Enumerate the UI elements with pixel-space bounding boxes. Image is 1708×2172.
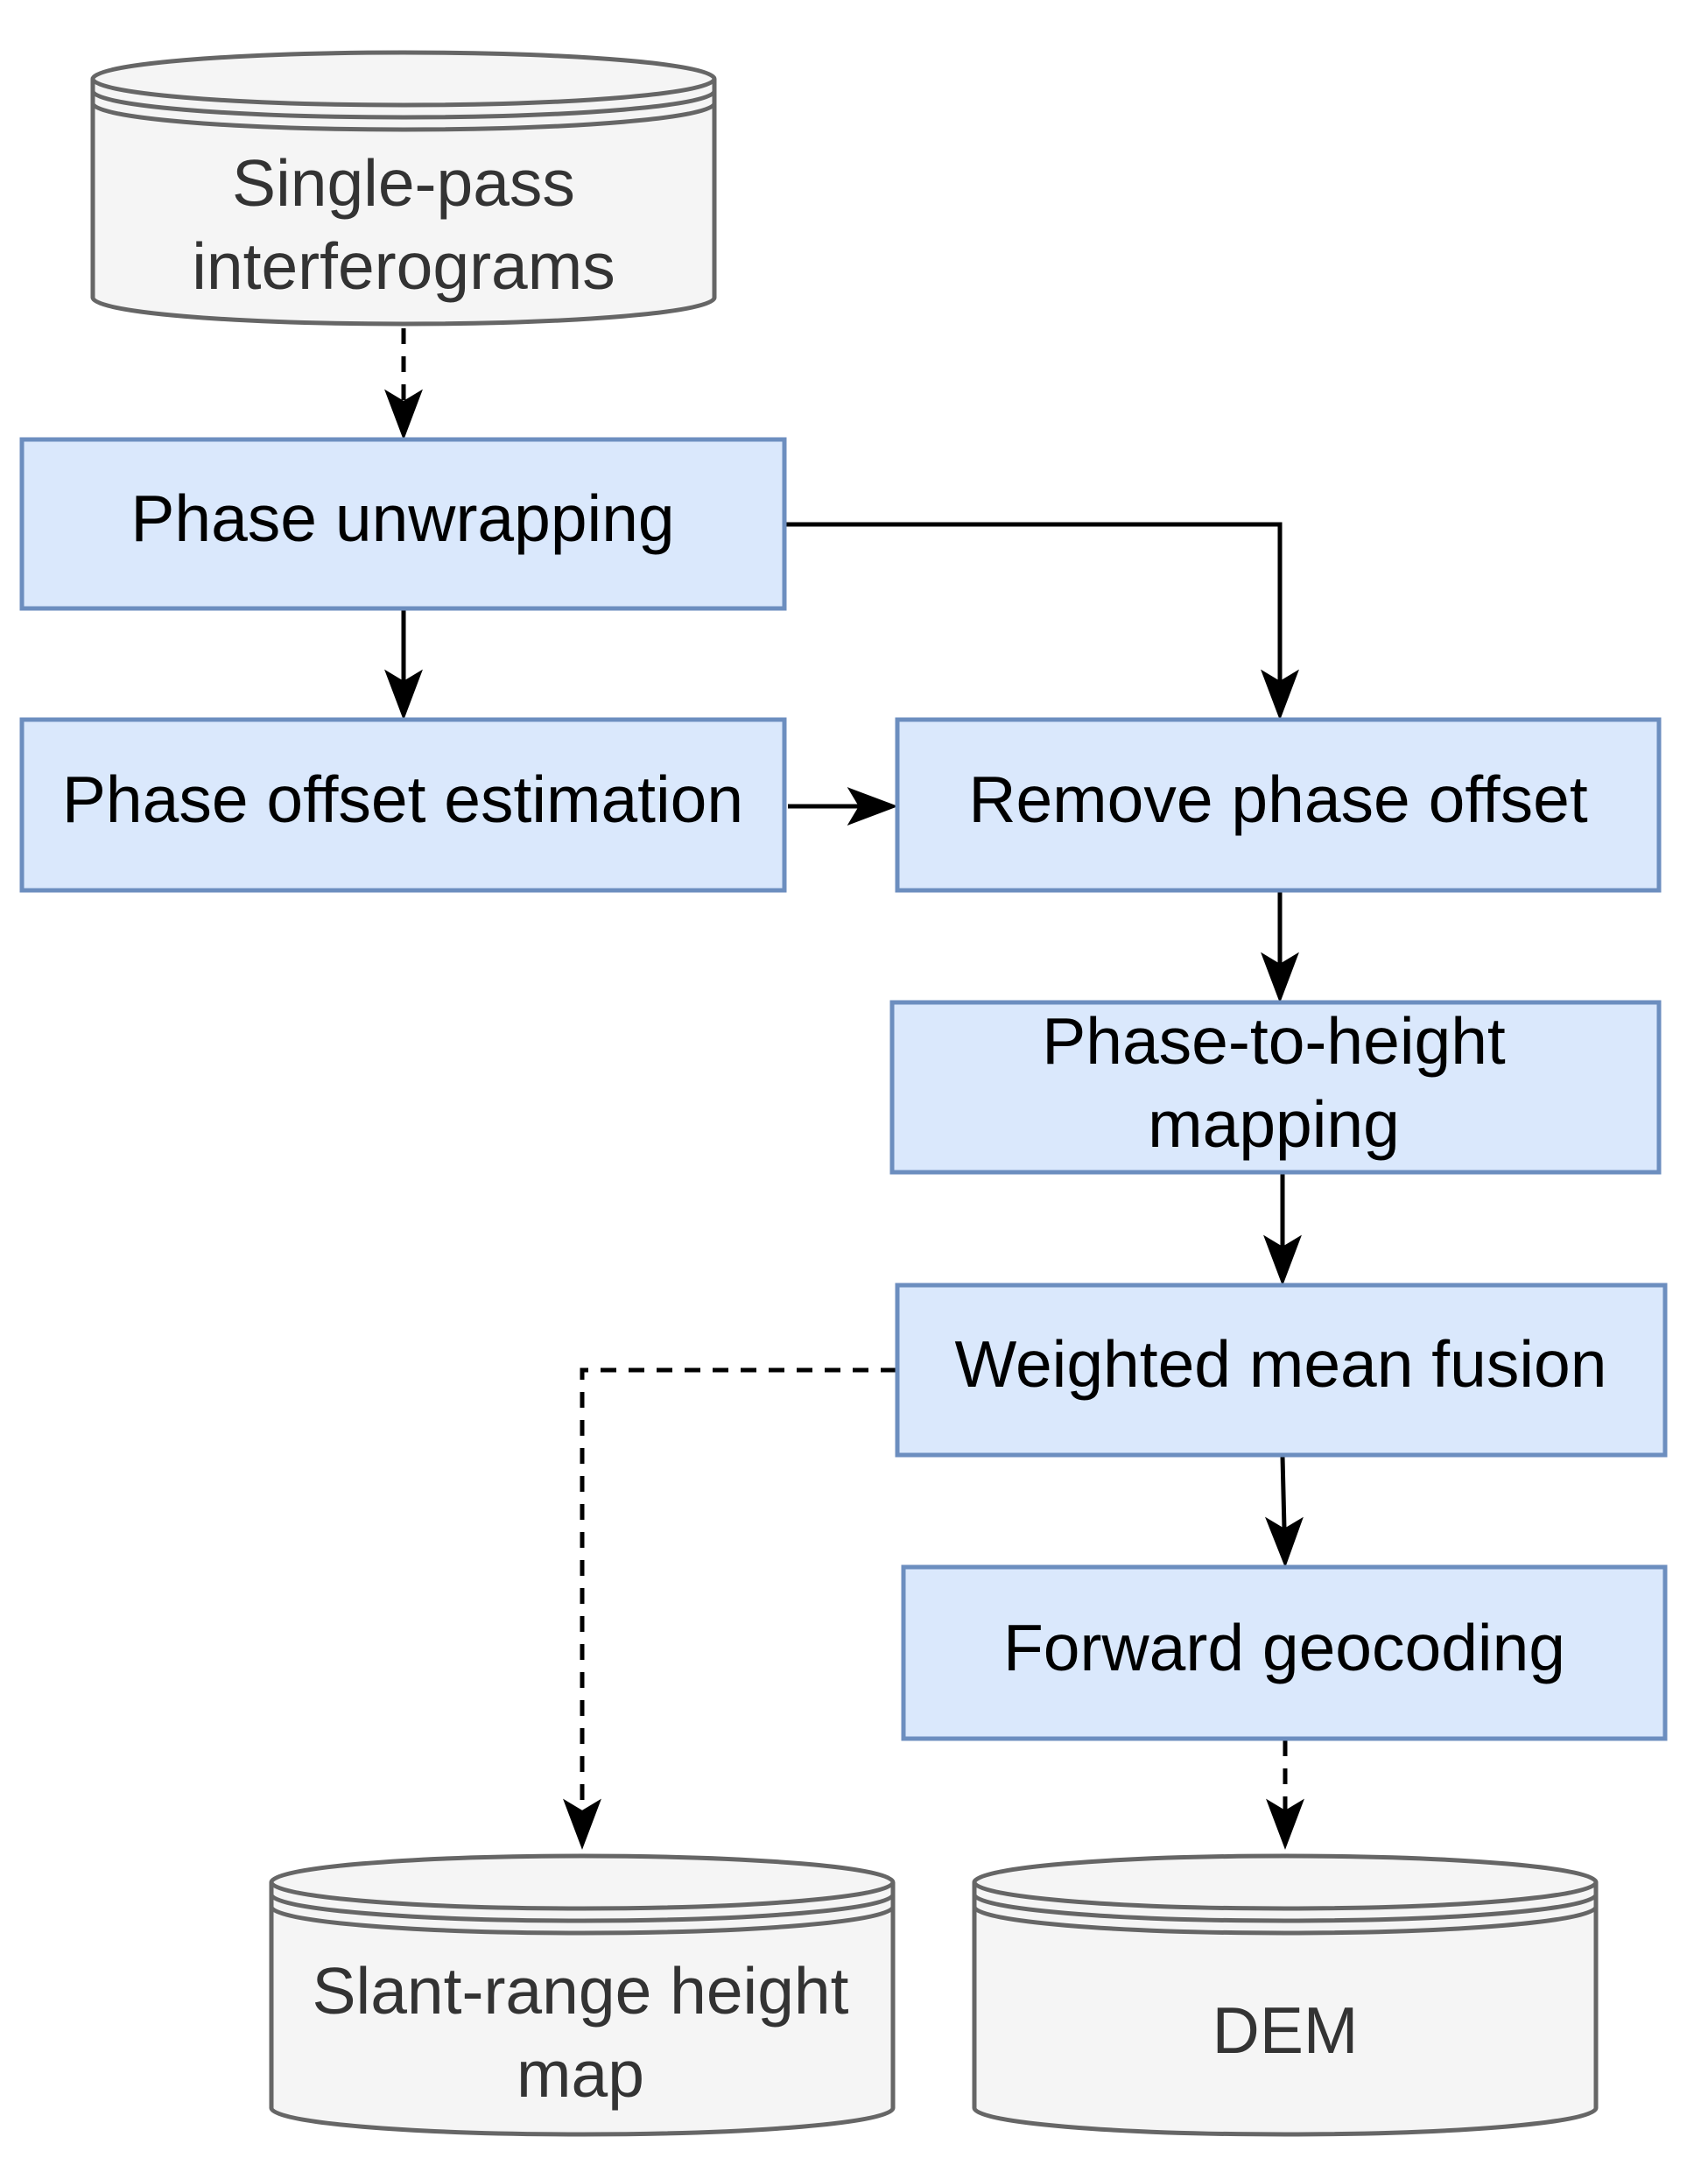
phase-unwrapping-label: Phase unwrapping — [130, 481, 674, 555]
node-phase-unwrapping: Phase unwrapping — [19, 437, 787, 611]
edge-phase-unwrapping-to-remove-phase-offset — [784, 522, 1299, 720]
node-remove-phase-offset: Remove phase offset — [895, 717, 1662, 893]
slant-range-height-map-label-line1: Slant-range height — [313, 1954, 849, 2028]
weighted-mean-fusion-label: Weighted mean fusion — [955, 1327, 1607, 1401]
database-interferograms: Single-pass interferograms — [90, 50, 717, 327]
forward-geocoding-label: Forward geocoding — [1003, 1611, 1565, 1684]
dem-label: DEM — [1212, 1993, 1359, 2067]
edge-remove-phase-offset-to-phase-to-height — [1261, 892, 1299, 1003]
interferograms-label-line1: Single-pass — [232, 146, 575, 220]
edge-phase-unwrapping-to-phase-offset-estimation — [384, 610, 423, 720]
database-slant-range-height-map: Slant-range height map — [269, 1853, 896, 2137]
phase-offset-estimation-label: Phase offset estimation — [62, 763, 743, 836]
edge-phase-to-height-to-weighted-mean-fusion — [1263, 1174, 1302, 1286]
phase-to-height-label-line2: mapping — [1148, 1087, 1400, 1161]
node-phase-offset-estimation: Phase offset estimation — [19, 717, 787, 893]
remove-phase-offset-label: Remove phase offset — [968, 763, 1588, 836]
edge-phase-offset-estimation-to-remove-phase-offset — [788, 787, 898, 826]
edge-weighted-mean-fusion-to-forward-geocoding — [1264, 1456, 1304, 1568]
edge-interferograms-to-phase-unwrapping — [384, 328, 423, 440]
interferograms-label-line2: interferograms — [192, 229, 615, 303]
node-phase-to-height-mapping: Phase-to-height mapping — [889, 1000, 1662, 1175]
node-forward-geocoding: Forward geocoding — [901, 1564, 1668, 1741]
node-weighted-mean-fusion: Weighted mean fusion — [895, 1283, 1668, 1458]
slant-range-height-map-label-line2: map — [517, 2037, 644, 2111]
edge-forward-geocoding-to-dem — [1266, 1740, 1304, 1850]
database-dem: DEM — [972, 1853, 1599, 2137]
edge-weighted-mean-fusion-to-slant-range-height-map — [563, 1367, 896, 1850]
phase-to-height-label-line1: Phase-to-height — [1042, 1004, 1506, 1078]
